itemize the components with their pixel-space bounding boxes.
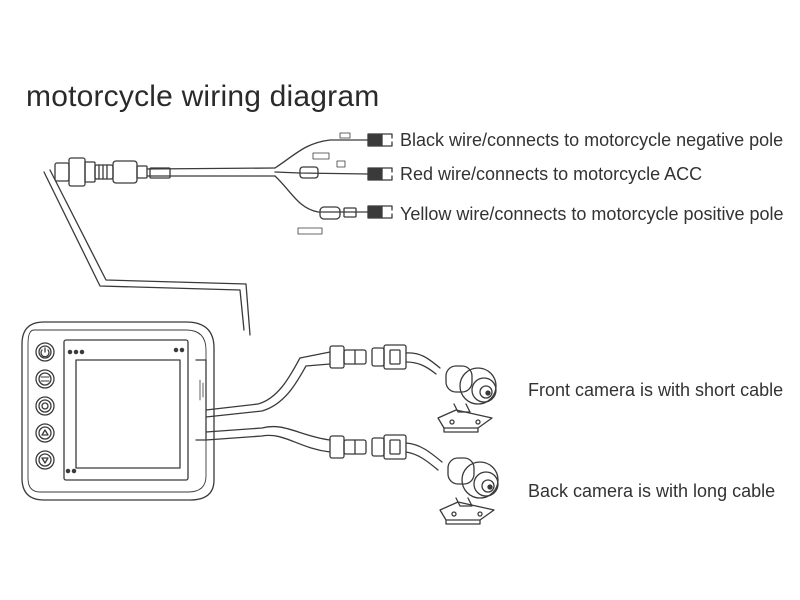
cable-tag bbox=[149, 167, 171, 179]
fuse-holder bbox=[299, 166, 319, 179]
front-camera-cable bbox=[205, 344, 441, 418]
back-camera-label: Back camera is with long cable bbox=[528, 481, 776, 501]
ok-button-icon bbox=[35, 369, 55, 389]
menu-button-icon bbox=[35, 396, 55, 416]
red-wire bbox=[274, 171, 369, 175]
tf-card-slot bbox=[195, 359, 207, 441]
red-wire-label: Red wire/connects to motorcycle ACC bbox=[400, 164, 703, 184]
front-camera-label: Front camera is with short cable bbox=[528, 380, 784, 400]
black-wire-label: Black wire/connects to motorcycle negati… bbox=[400, 130, 784, 150]
device-screen bbox=[63, 339, 189, 481]
inline-fuse bbox=[319, 206, 341, 220]
red-terminal-icon bbox=[367, 167, 393, 181]
back-camera-icon bbox=[439, 457, 499, 525]
black-terminal-icon bbox=[367, 133, 393, 147]
yellow-terminal-icon bbox=[367, 205, 393, 219]
back-camera-cable bbox=[205, 425, 443, 471]
front-camera-icon bbox=[437, 365, 497, 433]
display-area bbox=[75, 359, 181, 469]
up-button-icon bbox=[35, 423, 55, 443]
yellow-wire bbox=[274, 175, 369, 213]
dvr-device bbox=[21, 321, 215, 501]
power-cable bbox=[43, 132, 393, 336]
power-button-icon bbox=[35, 342, 55, 362]
diagram-title: motorcycle wiring diagram bbox=[26, 80, 380, 113]
black-wire bbox=[274, 139, 369, 169]
yellow-wire-label: Yellow wire/connects to motorcycle posit… bbox=[400, 204, 784, 224]
power-plug-connector bbox=[54, 157, 148, 187]
down-button-icon bbox=[35, 450, 55, 470]
